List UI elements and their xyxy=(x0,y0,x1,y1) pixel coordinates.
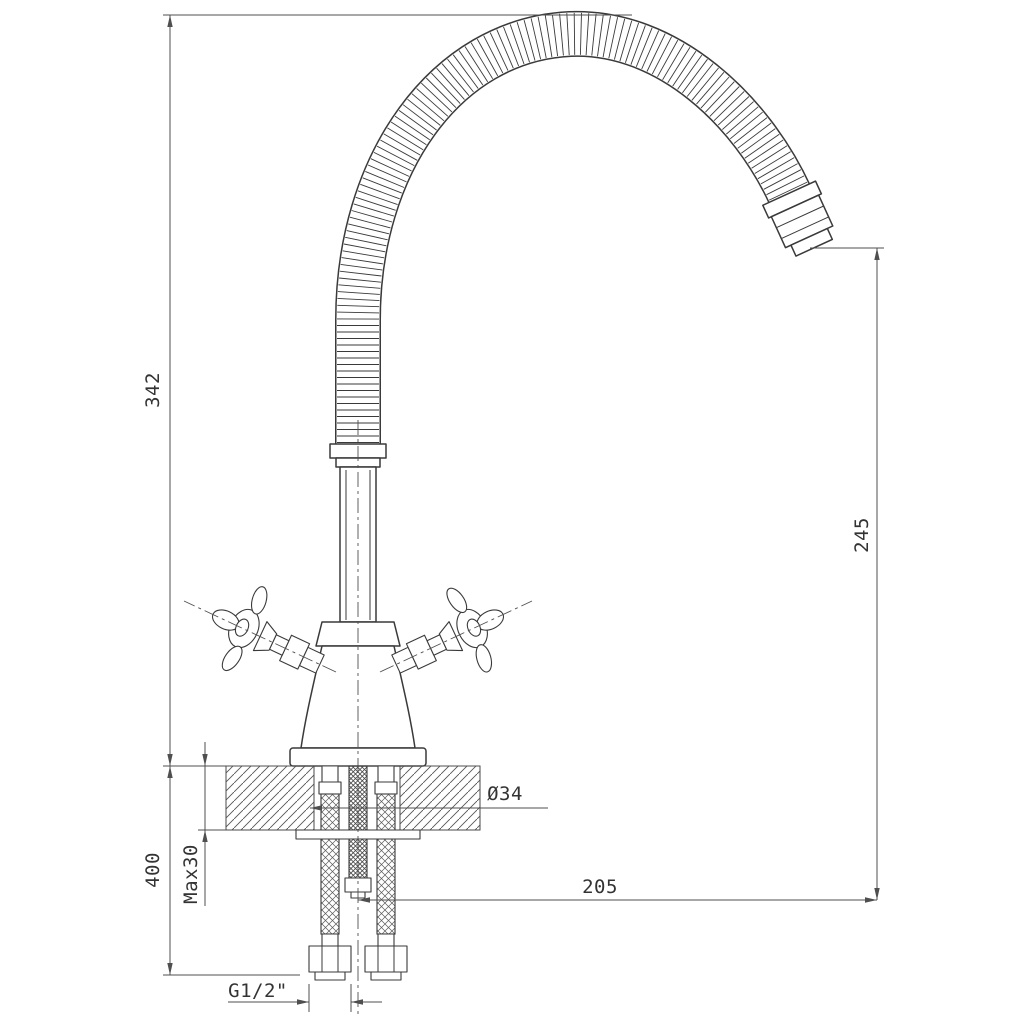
dim-hole-diameter-label: Ø34 xyxy=(487,783,523,805)
hose-corrugation xyxy=(336,12,808,450)
dim-205-label: 205 xyxy=(582,876,618,898)
dim-400-label: 400 xyxy=(142,852,164,888)
dim-max30-label: Max30 xyxy=(180,844,202,904)
countertop-section xyxy=(225,765,481,831)
left-handle xyxy=(211,586,325,674)
dimension-arrowheads xyxy=(167,15,880,1005)
supply-hose-left xyxy=(308,765,352,981)
right-handle-axis xyxy=(379,600,533,673)
supply-hose-right xyxy=(364,765,408,981)
center-lines xyxy=(183,420,533,1016)
dim-thread-label: G1/2" xyxy=(228,980,288,1002)
dim-245-label: 245 xyxy=(851,517,873,553)
dimension-lines xyxy=(163,14,884,1012)
dimension-labels: 342 245 400 Max30 205 Ø34 G1/2" xyxy=(142,372,873,1002)
gooseneck-hose xyxy=(335,10,811,452)
spout-nozzle xyxy=(762,180,834,257)
left-handle-axis xyxy=(183,600,337,673)
dim-342-label: 342 xyxy=(142,372,164,408)
